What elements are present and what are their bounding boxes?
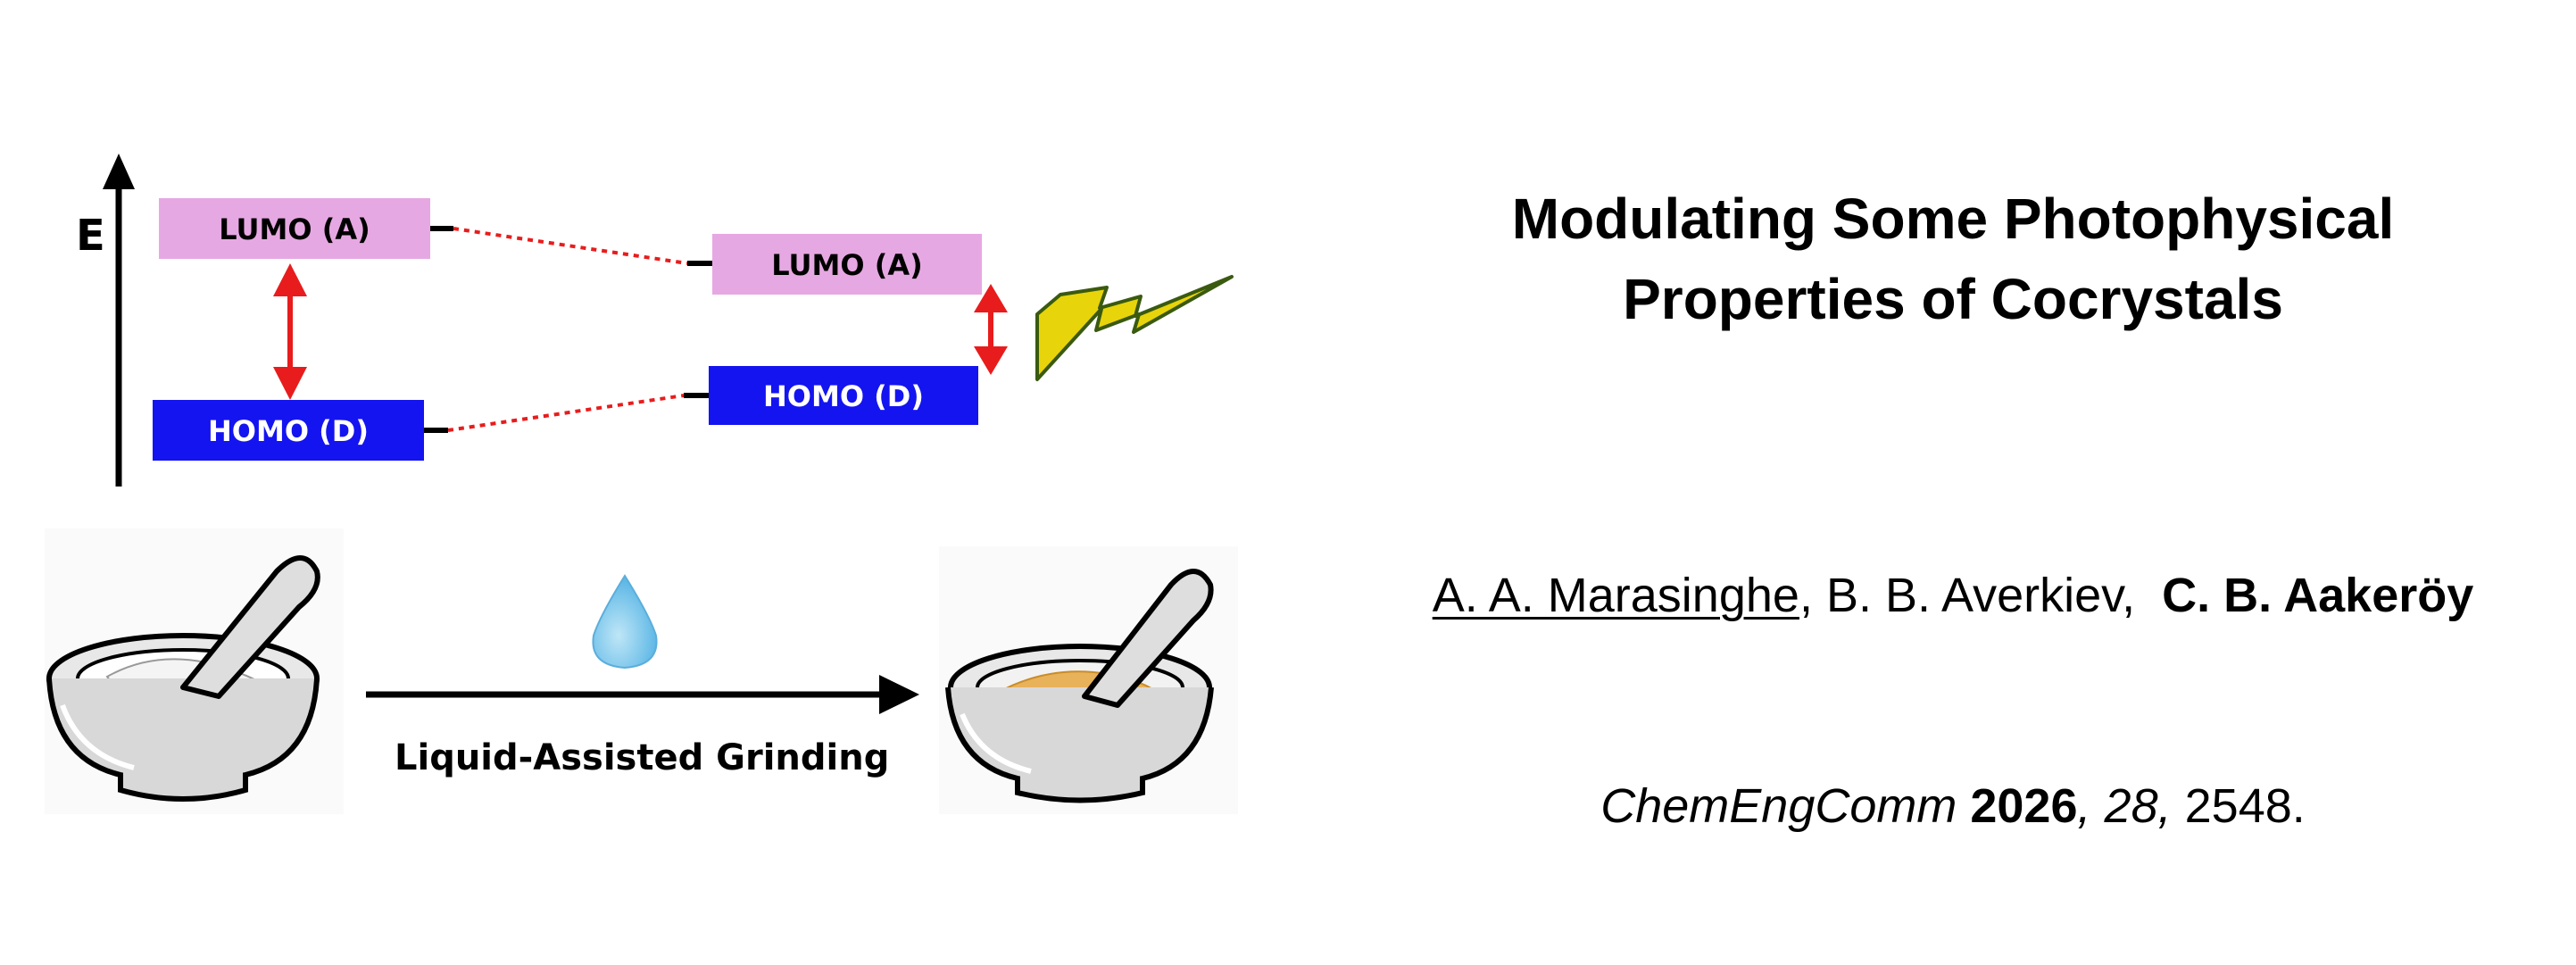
pages: 2548 bbox=[2184, 779, 2292, 833]
mortar-pestle-orange-powder-icon bbox=[939, 546, 1238, 814]
right-homo-label: HOMO (D) bbox=[763, 379, 924, 413]
citation-period: . bbox=[2291, 779, 2306, 833]
right-gap-arrow bbox=[974, 284, 1008, 375]
author-3: C. B. Aakeröy bbox=[2162, 569, 2474, 622]
right-lumo-label: LUMO (A) bbox=[771, 248, 922, 282]
left-lumo-label: LUMO (A) bbox=[219, 212, 370, 246]
citation-comma: , bbox=[2077, 779, 2091, 833]
citation: ChemEngComm 2026, 28, 2548. bbox=[1330, 778, 2576, 834]
mortar-pestle-white-powder-icon bbox=[45, 528, 344, 814]
right-homo-level: HOMO (D) bbox=[684, 366, 978, 425]
publication-year: 2026 bbox=[1970, 779, 2078, 833]
left-homo-label: HOMO (D) bbox=[208, 414, 369, 448]
left-gap-arrow bbox=[273, 263, 307, 400]
author-1: A. A. Marasinghe bbox=[1432, 569, 1799, 622]
process-label: Liquid-Assisted Grinding bbox=[395, 737, 889, 778]
author-separator: , bbox=[1799, 569, 1813, 622]
water-drop-icon bbox=[592, 574, 658, 670]
right-lumo-level: LUMO (A) bbox=[687, 234, 982, 295]
title-line-2: Properties of Cocrystals bbox=[1623, 267, 2283, 331]
title-line-1: Modulating Some Photophysical bbox=[1511, 187, 2395, 251]
paper-info: Modulating Some Photophysical Properties… bbox=[1330, 0, 2576, 965]
journal-name: ChemEngComm bbox=[1600, 779, 1957, 833]
energy-level-diagram: E LUMO (A) HOMO (D) LUMO (A) HOMO (D) bbox=[45, 154, 1238, 814]
left-lumo-level: LUMO (A) bbox=[159, 198, 453, 259]
lightning-icon bbox=[1035, 275, 1234, 381]
energy-axis-label: E bbox=[76, 211, 105, 261]
paper-title: Modulating Some Photophysical Properties… bbox=[1330, 179, 2576, 339]
energy-axis bbox=[103, 154, 135, 487]
left-homo-level: HOMO (D) bbox=[153, 400, 448, 461]
volume: 28, bbox=[2104, 779, 2172, 833]
homo-connector bbox=[447, 394, 685, 432]
author-list: A. A. Marasinghe, B. B. Averkiev, C. B. … bbox=[1330, 568, 2576, 623]
lumo-connector bbox=[453, 227, 688, 265]
reaction-arrow bbox=[366, 675, 919, 714]
author-2: B. B. Averkiev, bbox=[1825, 569, 2136, 622]
